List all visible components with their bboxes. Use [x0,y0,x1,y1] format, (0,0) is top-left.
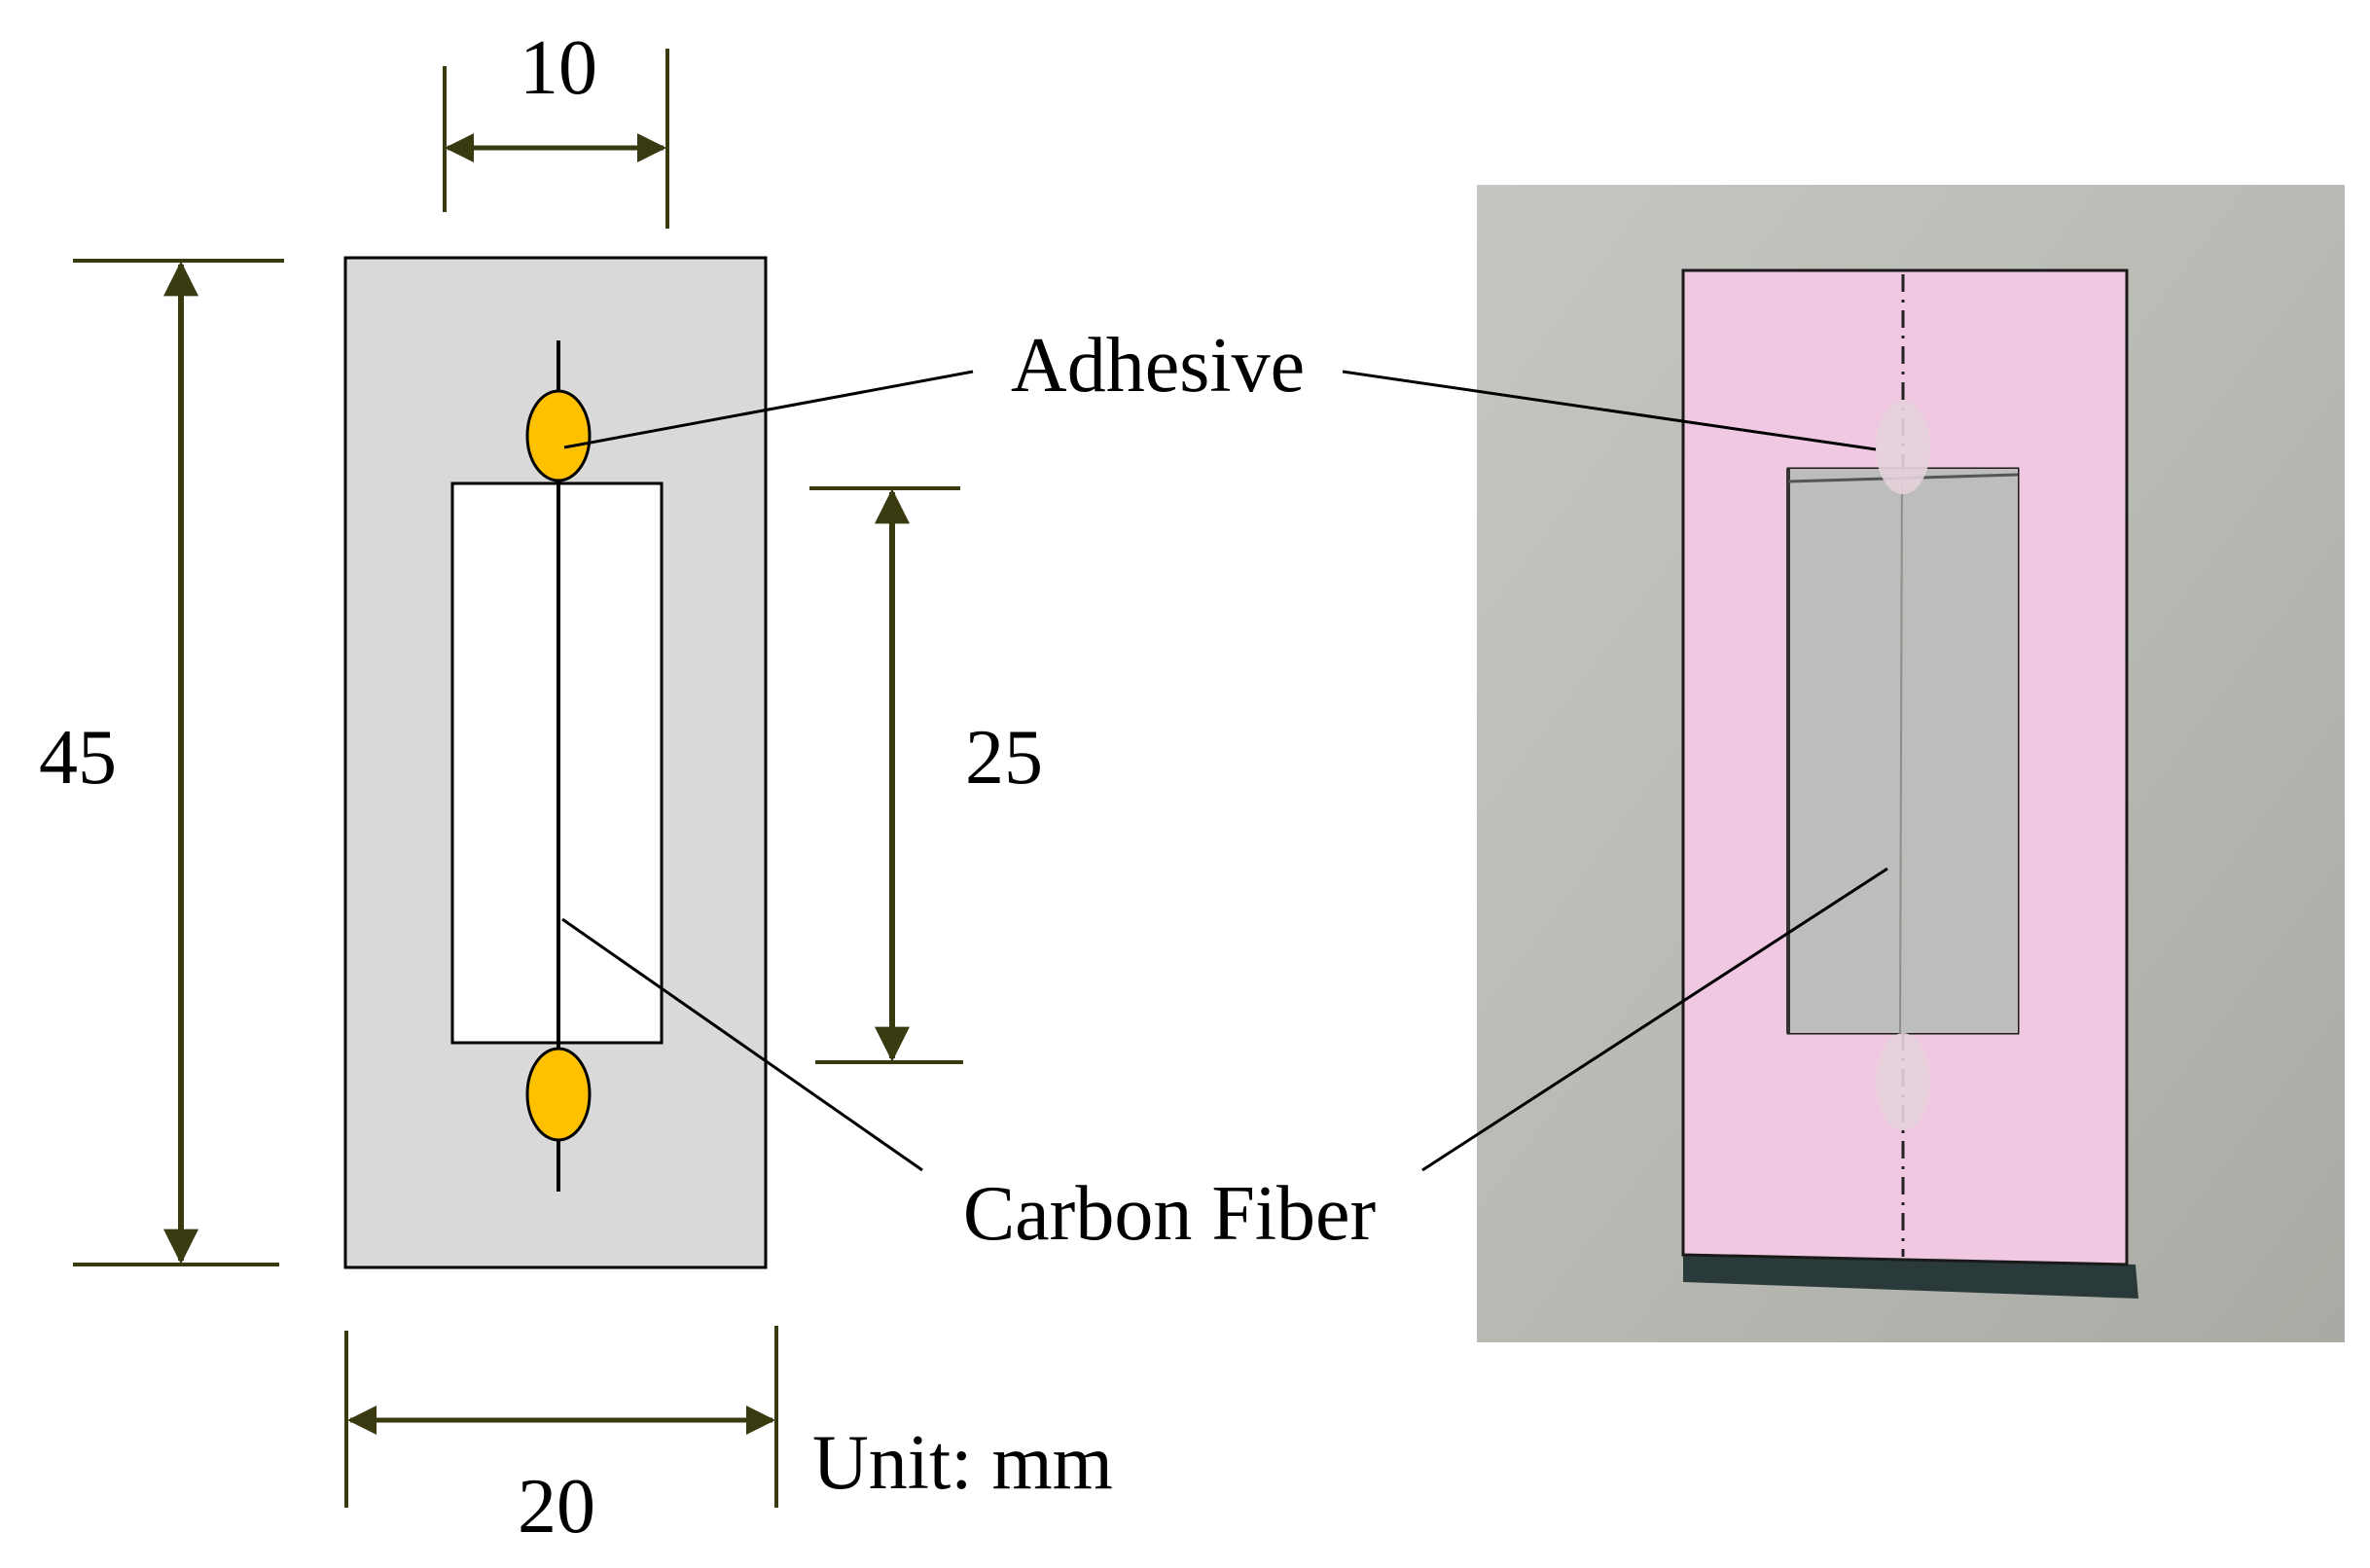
dimension-total-width-label: 20 [518,1464,595,1550]
schematic-drawing: 10 45 25 20 Unit: mm [39,25,1113,1550]
unit-label: Unit: mm [812,1420,1113,1506]
photo-carbon-fiber [1899,468,1903,1034]
dimension-total-height [73,259,284,1266]
adhesive-label: Adhesive [1011,323,1305,409]
adhesive-leader-right [1342,370,1877,451]
photo-window [1788,469,2018,1033]
photo-adhesive-bottom [1876,1033,1930,1130]
carbon-fiber-leader-right [1421,867,1888,1172]
dimension-total-height-label: 45 [39,715,117,801]
carbon-fiber-label: Carbon Fiber [963,1171,1376,1257]
dimension-top-width-label: 10 [520,25,597,111]
photo-adhesive-top [1876,401,1930,494]
carbon-fiber-leader-left [561,917,923,1172]
dimension-total-width [344,1326,778,1508]
specimen-photo [1477,185,2345,1342]
adhesive-drop-bottom [525,1047,592,1142]
dimension-window-height [809,486,963,1064]
dimension-window-height-label: 25 [965,715,1043,801]
adhesive-drop-top [525,389,592,482]
callouts: Adhesive Carbon Fiber [561,323,1888,1257]
dimension-top-width [443,49,669,229]
adhesive-leader-left [563,370,974,449]
